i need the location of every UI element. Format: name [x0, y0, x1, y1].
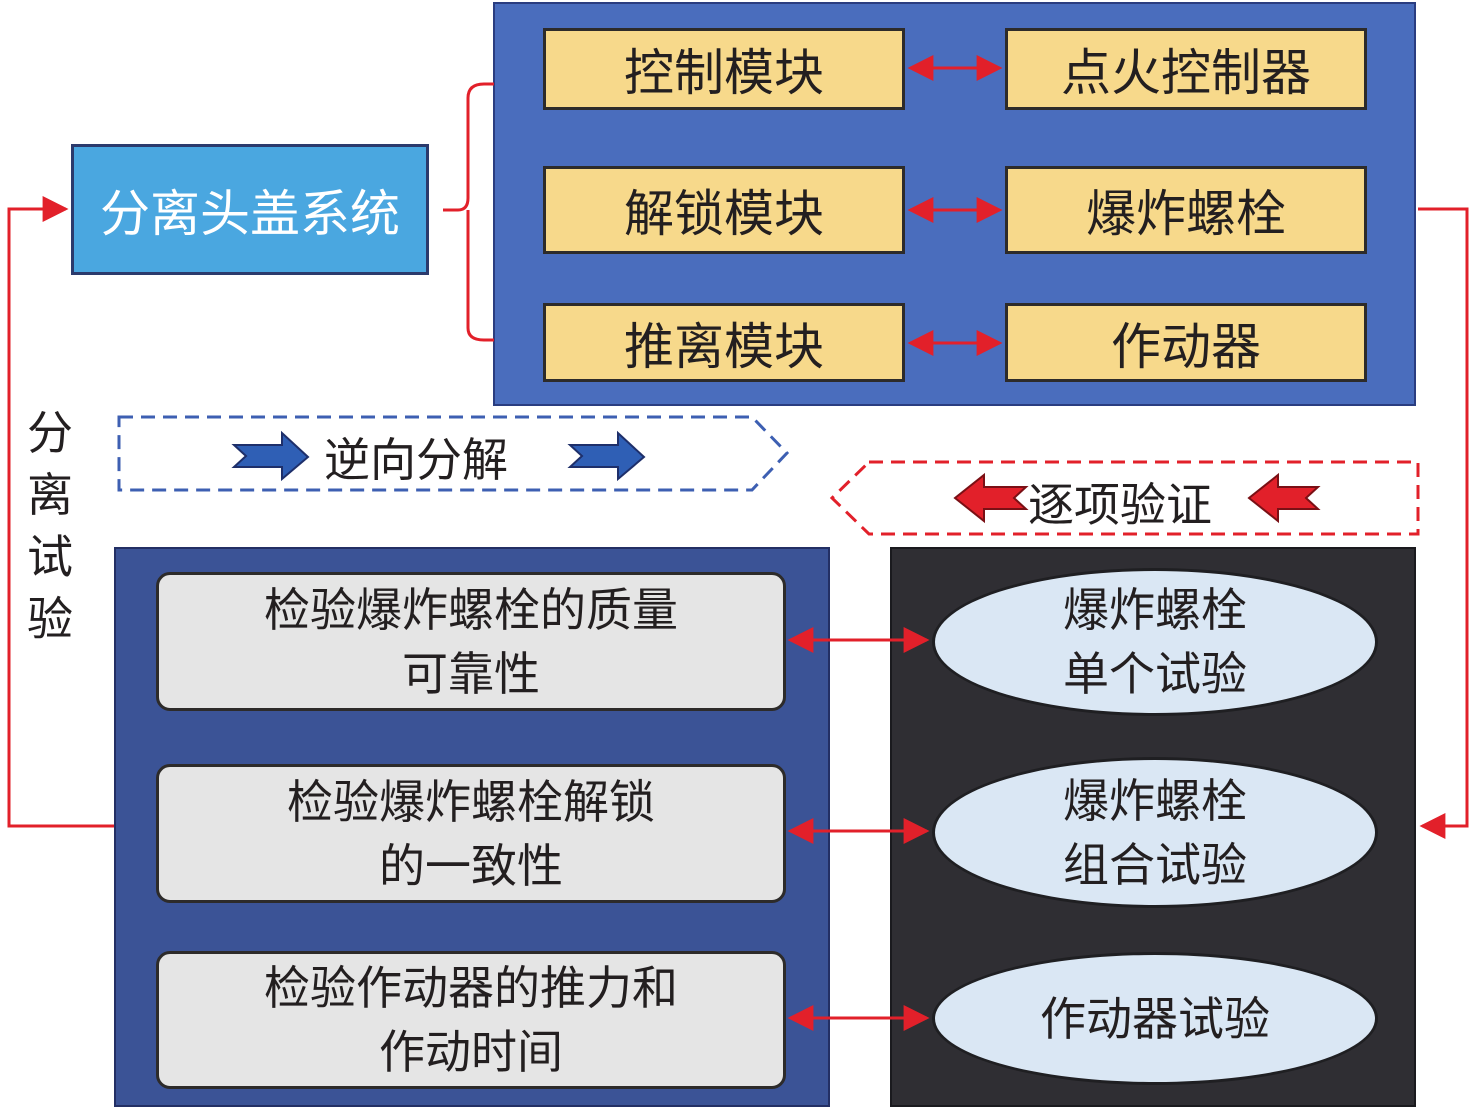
test-line-1: 爆炸螺栓: [1063, 583, 1247, 637]
test-ellipse-actuator: 作动器试验: [932, 952, 1378, 1085]
test-ellipse-bolt-combined: 爆炸螺栓 组合试验: [932, 757, 1378, 908]
module-label: 推离模块: [624, 317, 824, 376]
check-box-bolt-unlock-consistency: 检验爆炸螺栓解锁 的一致性: [156, 764, 786, 903]
vertical-char: 试: [27, 530, 73, 584]
module-box-control: 控制模块: [543, 28, 905, 110]
vertical-char: 离: [27, 468, 73, 522]
check-box-actuator-thrust-time: 检验作动器的推力和 作动时间: [156, 951, 786, 1089]
blue-chevron-arrow-icon: [231, 430, 310, 482]
bracket-connector: [443, 82, 494, 342]
module-label: 解锁模块: [624, 185, 824, 243]
check-line-2: 作动时间: [379, 1025, 563, 1079]
item-verification-label: 逐项验证: [1028, 478, 1212, 532]
check-line-1: 检验作动器的推力和: [264, 961, 678, 1015]
component-label: 点火控制器: [1061, 44, 1311, 102]
check-line-1: 检验爆炸螺栓的质量: [264, 582, 678, 637]
blue-chevron-arrow-icon: [567, 430, 646, 482]
module-box-push-off: 推离模块: [543, 303, 905, 382]
separation-test-label: 分 离 试 验: [22, 402, 78, 650]
test-line-1: 作动器试验: [1040, 991, 1270, 1046]
test-ellipse-bolt-single: 爆炸螺栓 单个试验: [932, 568, 1378, 716]
component-box-explosive-bolt: 爆炸螺栓: [1005, 166, 1367, 254]
vertical-char: 验: [27, 592, 73, 646]
left-loop-arrow: [7, 196, 114, 828]
check-box-bolt-quality: 检验爆炸螺栓的质量 可靠性: [156, 572, 786, 711]
test-line-2: 组合试验: [1063, 837, 1247, 892]
check-line-2: 可靠性: [402, 646, 540, 701]
component-label: 作动器: [1111, 317, 1261, 376]
check-line-1: 检验爆炸螺栓解锁: [287, 774, 655, 829]
red-chevron-arrow-icon: [953, 472, 1029, 524]
red-chevron-arrow-icon: [1247, 472, 1321, 524]
vertical-char: 分: [27, 406, 73, 460]
test-line-2: 单个试验: [1063, 647, 1247, 701]
right-loop-arrow: [1418, 207, 1469, 839]
module-box-unlock: 解锁模块: [543, 166, 905, 254]
reverse-decomposition-label: 逆向分解: [324, 433, 508, 487]
system-label: 分离头盖系统: [100, 184, 400, 243]
module-label: 控制模块: [624, 44, 824, 102]
component-box-ignition-controller: 点火控制器: [1005, 28, 1367, 110]
separation-head-cover-system: 分离头盖系统: [71, 144, 429, 275]
component-box-actuator: 作动器: [1005, 303, 1367, 382]
test-line-1: 爆炸螺栓: [1063, 773, 1247, 828]
check-line-2: 的一致性: [379, 838, 563, 893]
component-label: 爆炸螺栓: [1086, 185, 1286, 243]
